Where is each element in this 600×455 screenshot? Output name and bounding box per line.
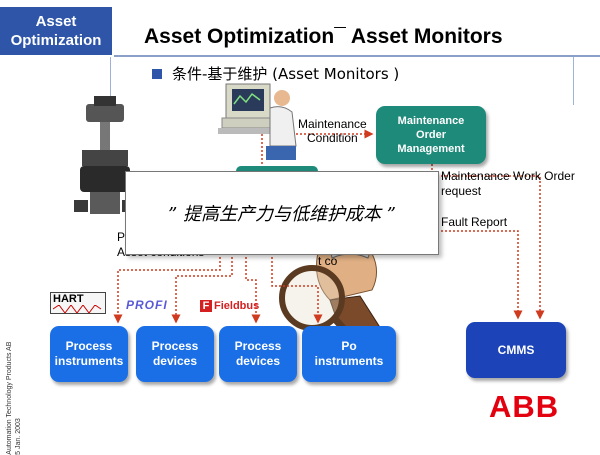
hart-wave-icon [53,305,102,313]
order-mgmt-line3: Management [397,143,465,155]
section-tag-line2: Optimization [10,32,102,49]
order-mgmt-line1: Maintenance [397,115,465,127]
title-divider [114,55,600,57]
bullet-square-icon [152,69,162,79]
box4-line1: Po [341,339,357,353]
partial-label: t co [318,254,338,268]
abb-logo: ABB [489,389,560,424]
process-instruments-box-1: Process instruments [50,326,128,382]
fault-report-label: Fault Report [441,215,508,229]
box1-line1: Process [65,339,113,353]
process-devices-box-1: Process devices [136,326,214,382]
cmms-box: CMMS [466,322,566,378]
work-order-label: Maintenance Work Order [441,169,575,183]
maintenance-label: Maintenance [298,117,367,131]
slide-title: Asset Optimization¯ Asset Monitors [144,25,503,48]
callout-text: ” 提高生产力与低维护成本 ” [168,204,396,225]
valve-actuator-icon [74,96,132,214]
hart-logo: HART [50,292,106,314]
section-tag-line1: Asset [35,13,77,30]
copyright-note: © ABB Automation Technology Products AB … [6,341,22,455]
frame-outline [110,57,574,105]
box1-line2: instruments [54,354,124,368]
process-devices-box-2: Process devices [219,326,297,382]
operator-workstation-icon [218,83,297,160]
asset-label-partial: P [117,230,126,244]
box3-line2: devices [235,354,281,368]
order-mgmt-line2: Order [416,129,446,141]
callout-box: ” 提高生产力与低维护成本 ” [125,171,439,255]
work-order-request-label: request [441,184,482,198]
cmms-label: CMMS [497,343,535,357]
condition-label: Condition [307,131,358,145]
maintenance-order-management-box: Maintenance Order Management [376,106,486,164]
box3-line1: Process [234,339,282,353]
process-instruments-box-2: Po instruments [302,326,396,382]
box4-line2: instruments [314,354,384,368]
section-tag: Asset Optimization [0,7,112,55]
box2-line2: devices [152,354,198,368]
fieldbus-f-icon: F [200,300,212,312]
profibus-logo: PROFI [126,298,168,312]
subtitle: 条件-基于维护 (Asset Monitors ) [172,65,400,83]
box2-line1: Process [151,339,199,353]
